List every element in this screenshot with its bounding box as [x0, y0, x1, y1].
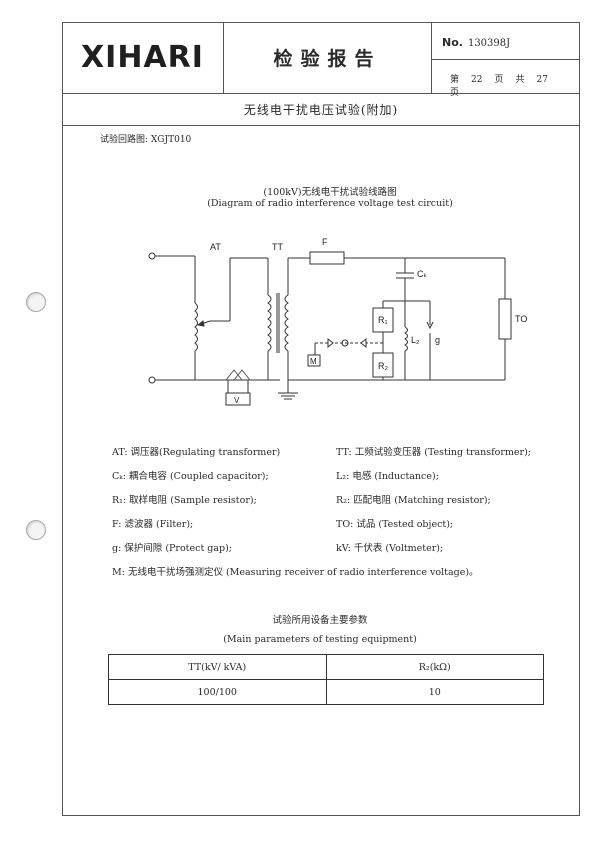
- document-title: 检验报告: [224, 22, 432, 93]
- testing-transformer-secondary: [284, 294, 289, 352]
- label-v: V: [234, 396, 240, 405]
- punch-hole-top: [26, 292, 46, 312]
- label-r1: R₁: [378, 315, 388, 325]
- page-total: 27: [536, 75, 548, 85]
- label-r2: R₂: [378, 361, 388, 371]
- report-number-value: 130398J: [467, 38, 511, 49]
- coax-connector: [327, 337, 334, 349]
- page-frame: [62, 22, 580, 816]
- legend-tt: TT: 工频试验变压器 (Testing transformer);: [336, 447, 532, 458]
- report-header: XIHARI 检验报告 No. 130398J 第 22 页 共 27 页: [62, 22, 580, 98]
- testing-transformer-primary: [267, 294, 272, 352]
- page-label-4: 页: [450, 88, 460, 98]
- company-logo: XIHARI: [62, 22, 224, 93]
- voltmeter-box: [225, 392, 251, 406]
- diagram-title-en: (Diagram of radio interference voltage t…: [207, 198, 453, 209]
- legend-kv: kV: 千伏表 (Voltmeter);: [336, 543, 444, 554]
- circuit-diagram: AT TT F Cₖ R₁ R₂ L₂ g TO M V: [148, 237, 527, 406]
- regulating-transformer-arrow: [196, 320, 205, 327]
- label-ck: Cₖ: [417, 269, 427, 279]
- report-number-label: No.: [442, 36, 463, 49]
- label-l2: L₂: [411, 335, 420, 345]
- page-label-1: 第: [450, 75, 460, 85]
- legend-to: TO: 试品 (Tested object);: [336, 519, 454, 530]
- params-title-cn: 试验所用设备主要参数: [272, 615, 368, 626]
- legend-l2: L₂: 电感 (Inductance);: [336, 471, 439, 482]
- legend-r2: R₂: 匹配电阻 (Matching resistor);: [336, 495, 491, 506]
- label-at: AT: [210, 242, 221, 252]
- label-m: M: [310, 357, 317, 366]
- table-header-row: TT(kV/ kVA) R₂(kΩ): [108, 654, 544, 680]
- legend-ck: Cₖ: 耦合电容 (Coupled capacitor);: [112, 471, 269, 482]
- page-label-3: 共: [515, 75, 525, 85]
- table-cell: 100/100: [108, 679, 327, 705]
- legend-at: AT: 调压器(Regulating transformer): [112, 447, 281, 458]
- circuit-reference: 试验回路图: XGJT010: [100, 135, 192, 145]
- legend-f: F: 滤波器 (Filter);: [112, 519, 194, 530]
- label-to: TO: [515, 314, 527, 324]
- section-title: 无线电干扰电压试验(附加): [62, 94, 580, 126]
- inductance-coil: [404, 326, 408, 352]
- diagram-title-cn: (100kV)无线电干扰试验线路图: [263, 187, 397, 198]
- table-row: 100/100 10: [108, 679, 544, 705]
- legend-g: g: 保护间隙 (Protect gap);: [112, 543, 233, 554]
- protect-gap-arrow: [426, 321, 434, 330]
- params-table: TT(kV/ kVA) R₂(kΩ) 100/100 10: [108, 654, 544, 705]
- table-header-cell: R₂(kΩ): [325, 654, 544, 680]
- table-cell: 10: [325, 679, 544, 705]
- regulating-transformer-coil: [194, 302, 198, 352]
- measuring-receiver-box: [307, 354, 321, 367]
- params-title-en: (Main parameters of testing equipment): [223, 634, 417, 645]
- tested-object: [498, 298, 512, 340]
- legend-m: M: 无线电干扰场强测定仪 (Measuring receiver of rad…: [112, 567, 479, 578]
- report-number: No. 130398J: [432, 22, 580, 60]
- coax-connector: [360, 337, 367, 349]
- punch-hole-bottom: [26, 520, 46, 540]
- label-tt: TT: [272, 242, 283, 252]
- page-label-2: 页: [494, 75, 504, 85]
- legend-r1: R₁: 取样电阻 (Sample resistor);: [112, 495, 257, 506]
- coax-connector: [341, 339, 349, 347]
- page-current: 22: [471, 75, 483, 85]
- input-terminal-top: [148, 252, 156, 260]
- table-header-cell: TT(kV/ kVA): [108, 654, 327, 680]
- input-terminal-bottom: [148, 376, 156, 384]
- label-g: g: [435, 335, 440, 345]
- filter-box: [309, 251, 345, 265]
- voltmeter-tap: [225, 369, 251, 381]
- label-f: F: [322, 237, 328, 247]
- page-indicator: 第 22 页 共 27 页: [432, 60, 580, 98]
